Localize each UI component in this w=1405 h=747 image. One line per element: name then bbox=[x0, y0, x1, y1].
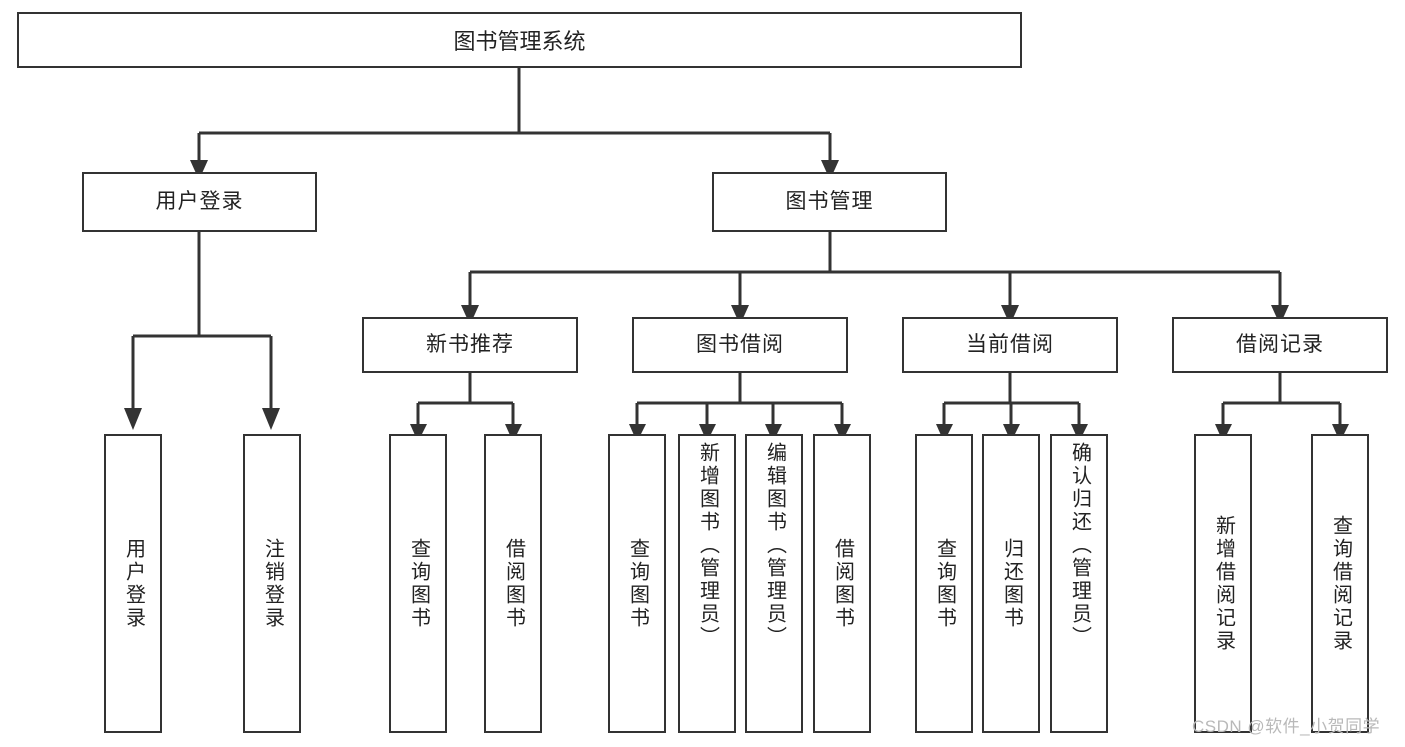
leaf-label: 查询借阅记录 bbox=[1329, 514, 1352, 653]
leaf-label: 借阅图书 bbox=[831, 537, 854, 630]
node-book-management[interactable]: 图书管理 bbox=[712, 172, 947, 232]
leaf-label: 编辑图书（管理员） bbox=[763, 442, 786, 649]
leaf-label: 新增借阅记录 bbox=[1212, 514, 1235, 653]
node-user-login[interactable]: 用户登录 bbox=[82, 172, 317, 232]
leaf-label: 借阅图书 bbox=[502, 537, 525, 630]
leaf-label: 确认归还（管理员） bbox=[1068, 442, 1091, 649]
leaf-records-add-record[interactable]: 新增借阅记录 bbox=[1194, 434, 1252, 733]
leaf-label: 用户登录 bbox=[122, 537, 145, 630]
leaf-borrow-add-book-admin[interactable]: 新增图书（管理员） bbox=[678, 434, 736, 733]
node-new-book-recommend[interactable]: 新书推荐 bbox=[362, 317, 578, 373]
node-book-borrow[interactable]: 图书借阅 bbox=[632, 317, 848, 373]
leaf-new-book-borrow-books[interactable]: 借阅图书 bbox=[484, 434, 542, 733]
leaf-label: 归还图书 bbox=[1000, 537, 1023, 630]
node-borrow-records[interactable]: 借阅记录 bbox=[1172, 317, 1388, 373]
leaf-label: 查询图书 bbox=[626, 537, 649, 630]
leaf-label: 查询图书 bbox=[933, 537, 956, 630]
leaf-label: 新增图书（管理员） bbox=[696, 442, 719, 649]
leaf-borrow-query-books[interactable]: 查询图书 bbox=[608, 434, 666, 733]
node-root-system[interactable]: 图书管理系统 bbox=[17, 12, 1022, 68]
leaf-new-book-query-books[interactable]: 查询图书 bbox=[389, 434, 447, 733]
leaf-current-query-books[interactable]: 查询图书 bbox=[915, 434, 973, 733]
leaf-borrow-borrow-books[interactable]: 借阅图书 bbox=[813, 434, 871, 733]
leaf-user-login-logout[interactable]: 注销登录 bbox=[243, 434, 301, 733]
leaf-user-login-login[interactable]: 用户登录 bbox=[104, 434, 162, 733]
leaf-records-query-record[interactable]: 查询借阅记录 bbox=[1311, 434, 1369, 733]
csdn-watermark: CSDN @软件_小贺同学 bbox=[1192, 717, 1381, 736]
leaf-label: 注销登录 bbox=[261, 537, 284, 630]
leaf-current-confirm-return-admin[interactable]: 确认归还（管理员） bbox=[1050, 434, 1108, 733]
node-current-borrow[interactable]: 当前借阅 bbox=[902, 317, 1118, 373]
leaf-borrow-edit-book-admin[interactable]: 编辑图书（管理员） bbox=[745, 434, 803, 733]
leaf-current-return-books[interactable]: 归还图书 bbox=[982, 434, 1040, 733]
leaf-label: 查询图书 bbox=[407, 537, 430, 630]
